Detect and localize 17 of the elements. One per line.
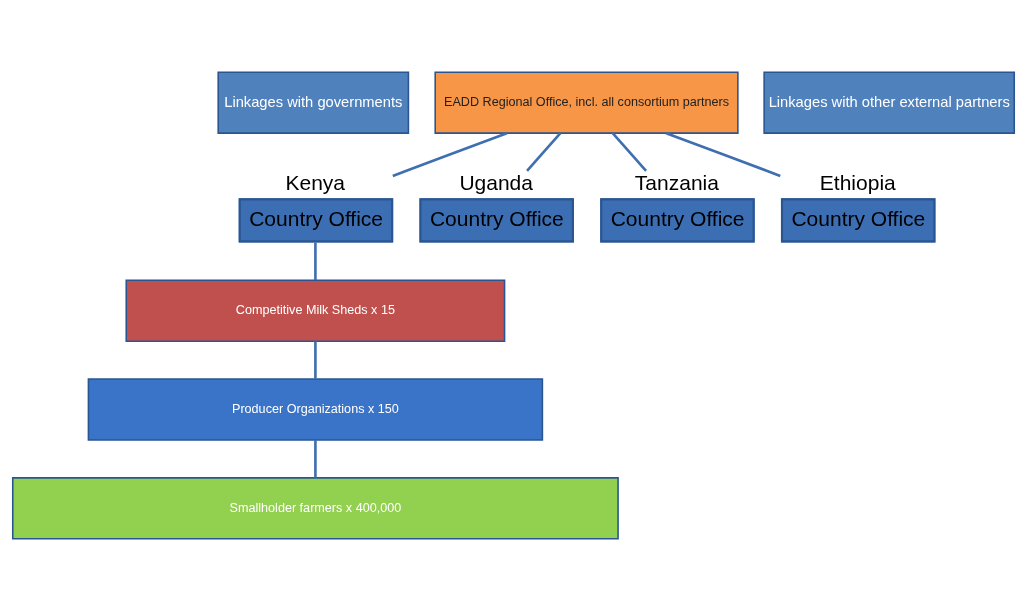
connector xyxy=(526,131,562,172)
node-box: Producer Organizations x 150 xyxy=(87,377,544,441)
connector xyxy=(611,131,648,172)
node-box: Smallholder farmers x 400,000 xyxy=(11,476,619,540)
node-label: Uganda xyxy=(459,170,533,194)
connector xyxy=(314,439,317,478)
connector xyxy=(314,340,317,379)
connector xyxy=(665,131,781,177)
node-box: Linkages with governments xyxy=(217,70,410,134)
connector xyxy=(392,131,508,177)
node-label: Ethiopia xyxy=(819,170,896,194)
connector xyxy=(314,242,317,280)
node-box: EADD Regional Office, incl. all consortium partners xyxy=(434,70,739,134)
node-label: Kenya xyxy=(285,170,345,194)
node-box: Competitive Milk Sheds x 15 xyxy=(125,279,506,342)
node-box: Linkages with other external partners xyxy=(763,70,1016,134)
node-label: Tanzania xyxy=(634,170,719,194)
